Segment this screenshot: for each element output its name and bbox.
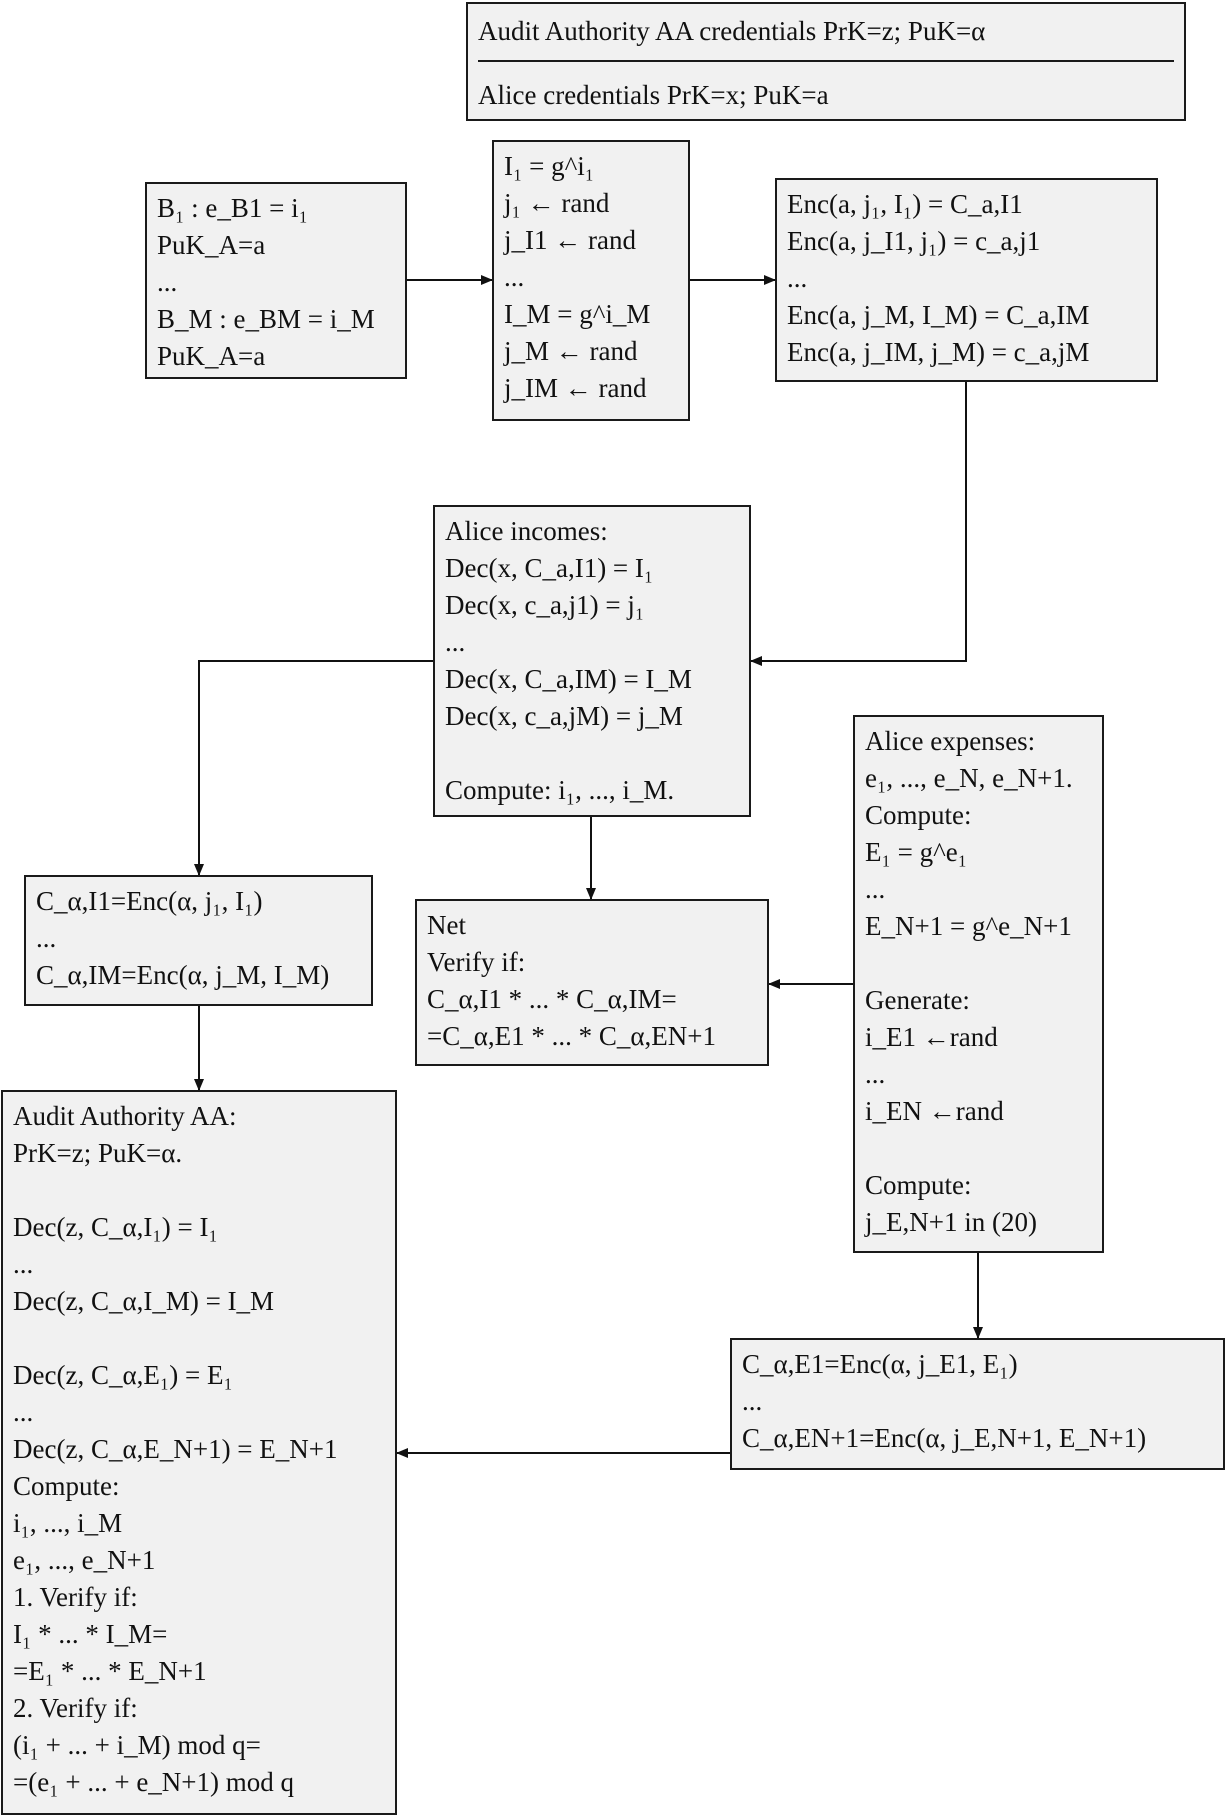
bank-inputs-box: B₁ : e_B1 = i₁ PuK_A=a... B_M : e_BM = i_M… [145,182,407,379]
formula-line: 1. Verify if: [13,1582,138,1612]
spacer [445,735,739,772]
formula-line: i_EN ←rand [865,1096,1004,1126]
formula-line: Generate: [865,985,970,1015]
formula-line: Dec(z, C_α,E_N+1) = E_N+1 [13,1434,338,1464]
formula-line: E_N+1 = g^e_N+1 [865,911,1072,941]
formula-line: i₁, ..., i_M [13,1508,123,1538]
formula-line: C_α,EN+1=Enc(α, j_E,N+1, E_N+1) [742,1423,1147,1453]
formula-line: I_M = g^i_M [504,299,651,329]
formula-line: j₁ ← rand [504,188,610,218]
legend-alice-credentials: Alice credentials PrK=x; PuK=a [478,80,829,110]
formula-line: PrK=z; PuK=α. [13,1138,183,1168]
formula-line: ... [445,627,466,657]
reencrypted-expenses-box: C_α,E1=Enc(α, j_E1, E₁)... C_α,EN+1=Enc(α… [730,1338,1225,1470]
formula-line: 2. Verify if: [13,1693,138,1723]
formula-line: Compute: [865,800,972,830]
formula-line: e₁, ..., e_N, e_N+1. [865,763,1073,793]
formula-line: ... [157,267,178,297]
formula-line: ... [13,1249,34,1279]
formula-line: Dec(z, C_α,I₁) = I₁ [13,1212,218,1242]
formula-line: Dec(x, C_a,I1) = I₁ [445,553,654,583]
formula-line: C_α,E1=Enc(α, j_E1, E₁) [742,1349,1018,1379]
formula-line: j_E,N+1 in (20) [865,1207,1037,1237]
alice-incomes-box: Alice incomes: Dec(x, C_a,I1) = I₁ Dec(x, … [433,505,751,817]
formula-line: Dec(x, c_a,jM) = j_M [445,701,683,731]
formula-line: ... [504,262,525,292]
formula-line: Dec(x, C_a,IM) = I_M [445,664,692,694]
formula-line: Enc(a, j_M, I_M) = C_a,IM [787,300,1090,330]
formula-line: j_IM ← rand [504,373,647,403]
formula-line: (i₁ + ... + i_M) mod q= [13,1730,261,1760]
formula-line: Enc(a, j_I1, j₁) = c_a,j1 [787,226,1041,256]
formula-line: Compute: [865,1170,972,1200]
formula-line: C_α,IM=Enc(α, j_M, I_M) [36,960,330,990]
credentials-legend-box: Audit Authority AA credentials PrK=z; Pu… [466,2,1186,121]
formula-line: ... [742,1386,763,1416]
formula-line: j_I1 ← rand [504,225,636,255]
formula-line: C_α,I1 * ... * C_α,IM= [427,984,677,1014]
formula-line: Audit Authority AA: [13,1101,237,1131]
formula-line: Dec(z, C_α,E₁) = E₁ [13,1360,233,1390]
formula-line: I₁ = g^i₁ [504,151,595,181]
legend-divider [478,60,1174,62]
legend-audit-credentials: Audit Authority AA credentials PrK=z; Pu… [478,16,986,46]
formula-line: =(e₁ + ... + e_N+1) mod q [13,1767,295,1797]
arrow-enc-to-incomes [750,382,967,666]
formula-line: =C_α,E1 * ... * C_α,EN+1 [427,1021,716,1051]
formula-line: Enc(a, j_IM, j_M) = c_a,jM [787,337,1090,367]
formula-line: ... [865,1059,886,1089]
formula-line: Enc(a, j₁, I₁) = C_a,I1 [787,189,1023,219]
reencrypted-incomes-box: C_α,I1=Enc(α, j₁, I₁)... C_α,IM=Enc(α, j_… [24,875,373,1006]
formula-line: Alice expenses: [865,726,1036,756]
formula-line: E₁ = g^e₁ [865,837,968,867]
formula-line: C_α,I1=Enc(α, j₁, I₁) [36,886,263,916]
formula-line: ... [787,263,808,293]
formula-line: =E₁ * ... * E_N+1 [13,1656,207,1686]
formula-line: Compute: [13,1471,120,1501]
formula-line: e₁, ..., e_N+1 [13,1545,156,1575]
formula-line: Compute: i₁, ..., i_M. [445,775,675,805]
formula-line: Verify if: [427,947,526,977]
generate-box: I₁ = g^i₁ j₁ ← rand j_I1 ← rand... I_M = g^… [492,140,690,421]
spacer [13,1172,385,1209]
formula-line: B₁ : e_B1 = i₁ [157,193,309,223]
formula-line: j_M ← rand [504,336,638,366]
arrow-incomes-to-reenc [194,660,433,876]
formula-line: I₁ * ... * I_M= [13,1619,168,1649]
spacer [865,1130,1092,1167]
formula-line: PuK_A=a [157,341,266,371]
formula-line: B_M : e_BM = i_M [157,304,375,334]
alice-expenses-box: Alice expenses: e₁, ..., e_N, e_N+1. Compu… [853,715,1104,1253]
spacer [865,945,1092,982]
formula-line: Net [427,910,466,940]
spacer [13,1320,385,1357]
audit-authority-box: Audit Authority AA: PrK=z; PuK=α. Dec(z, C… [1,1090,397,1815]
formula-line: i_E1 ←rand [865,1022,998,1052]
formula-line: Dec(x, c_a,j1) = j₁ [445,590,645,620]
formula-line: ... [865,874,886,904]
formula-line: Alice incomes: [445,516,608,546]
formula-line: Dec(z, C_α,I_M) = I_M [13,1286,275,1316]
formula-line: PuK_A=a [157,230,266,260]
formula-line: ... [36,923,57,953]
formula-line: ... [13,1397,34,1427]
